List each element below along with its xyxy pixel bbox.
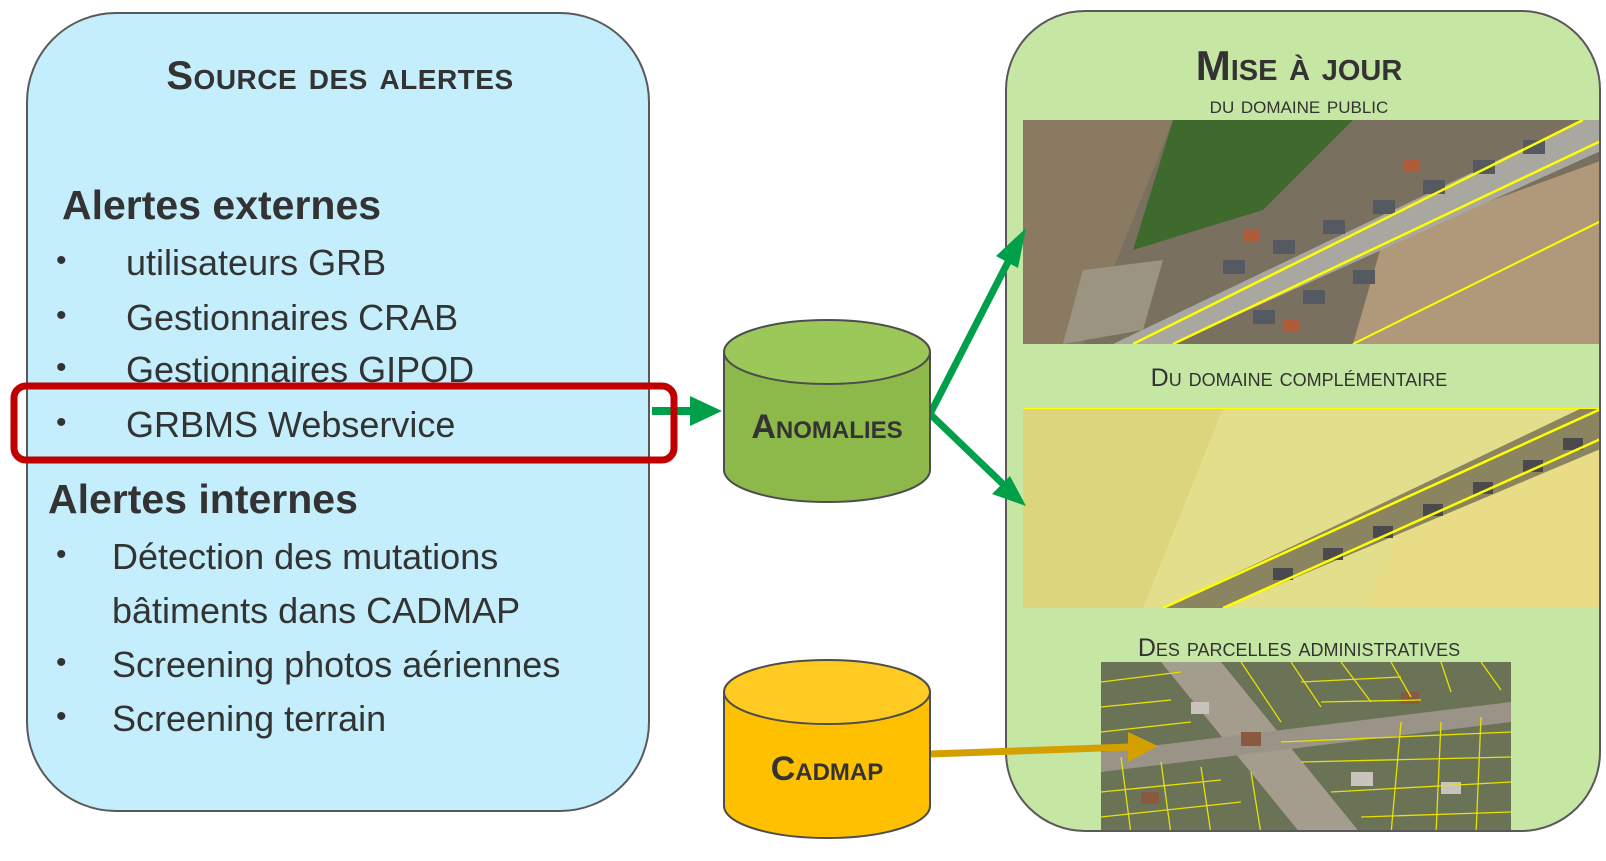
update-panel: Mise à jour du domaine public: [1005, 10, 1601, 832]
internal-alerts-heading: Alertes internes: [48, 476, 358, 522]
arrow-cadmap-to-parcels: [929, 732, 1158, 762]
alert-source-title: Source des alertes: [166, 54, 514, 98]
arrow-anomalies-to-complementary: [927, 411, 1026, 506]
alert-source-panel: Source des alertes Alertes externes • ut…: [26, 12, 650, 812]
external-alerts-heading: Alertes externes: [62, 182, 382, 228]
cadmap-database-icon: [723, 659, 931, 839]
anomalies-database-icon: [723, 319, 931, 503]
arrow-to-anomalies: [652, 396, 722, 426]
update-subtitle-public: du domaine public: [1209, 92, 1389, 119]
arrow-anomalies-to-public: [926, 228, 1026, 416]
aerial-photo-complementary-domain: [1023, 408, 1599, 608]
anomalies-label: Anomalies: [751, 408, 903, 446]
highlight-grbms-webservice: [10, 382, 678, 464]
caption-complementary-domain: Du domaine complémentaire: [1150, 364, 1448, 392]
cadmap-label: Cadmap: [770, 750, 884, 788]
list-item-continuation: bâtiments dans CADMAP: [112, 590, 521, 631]
caption-administrative-parcels: Des parcelles administratives: [1137, 634, 1461, 662]
update-title: Mise à jour: [1195, 42, 1403, 89]
aerial-photo-public-domain: [1023, 120, 1599, 344]
aerial-photo-administrative-parcels: [1101, 662, 1511, 830]
